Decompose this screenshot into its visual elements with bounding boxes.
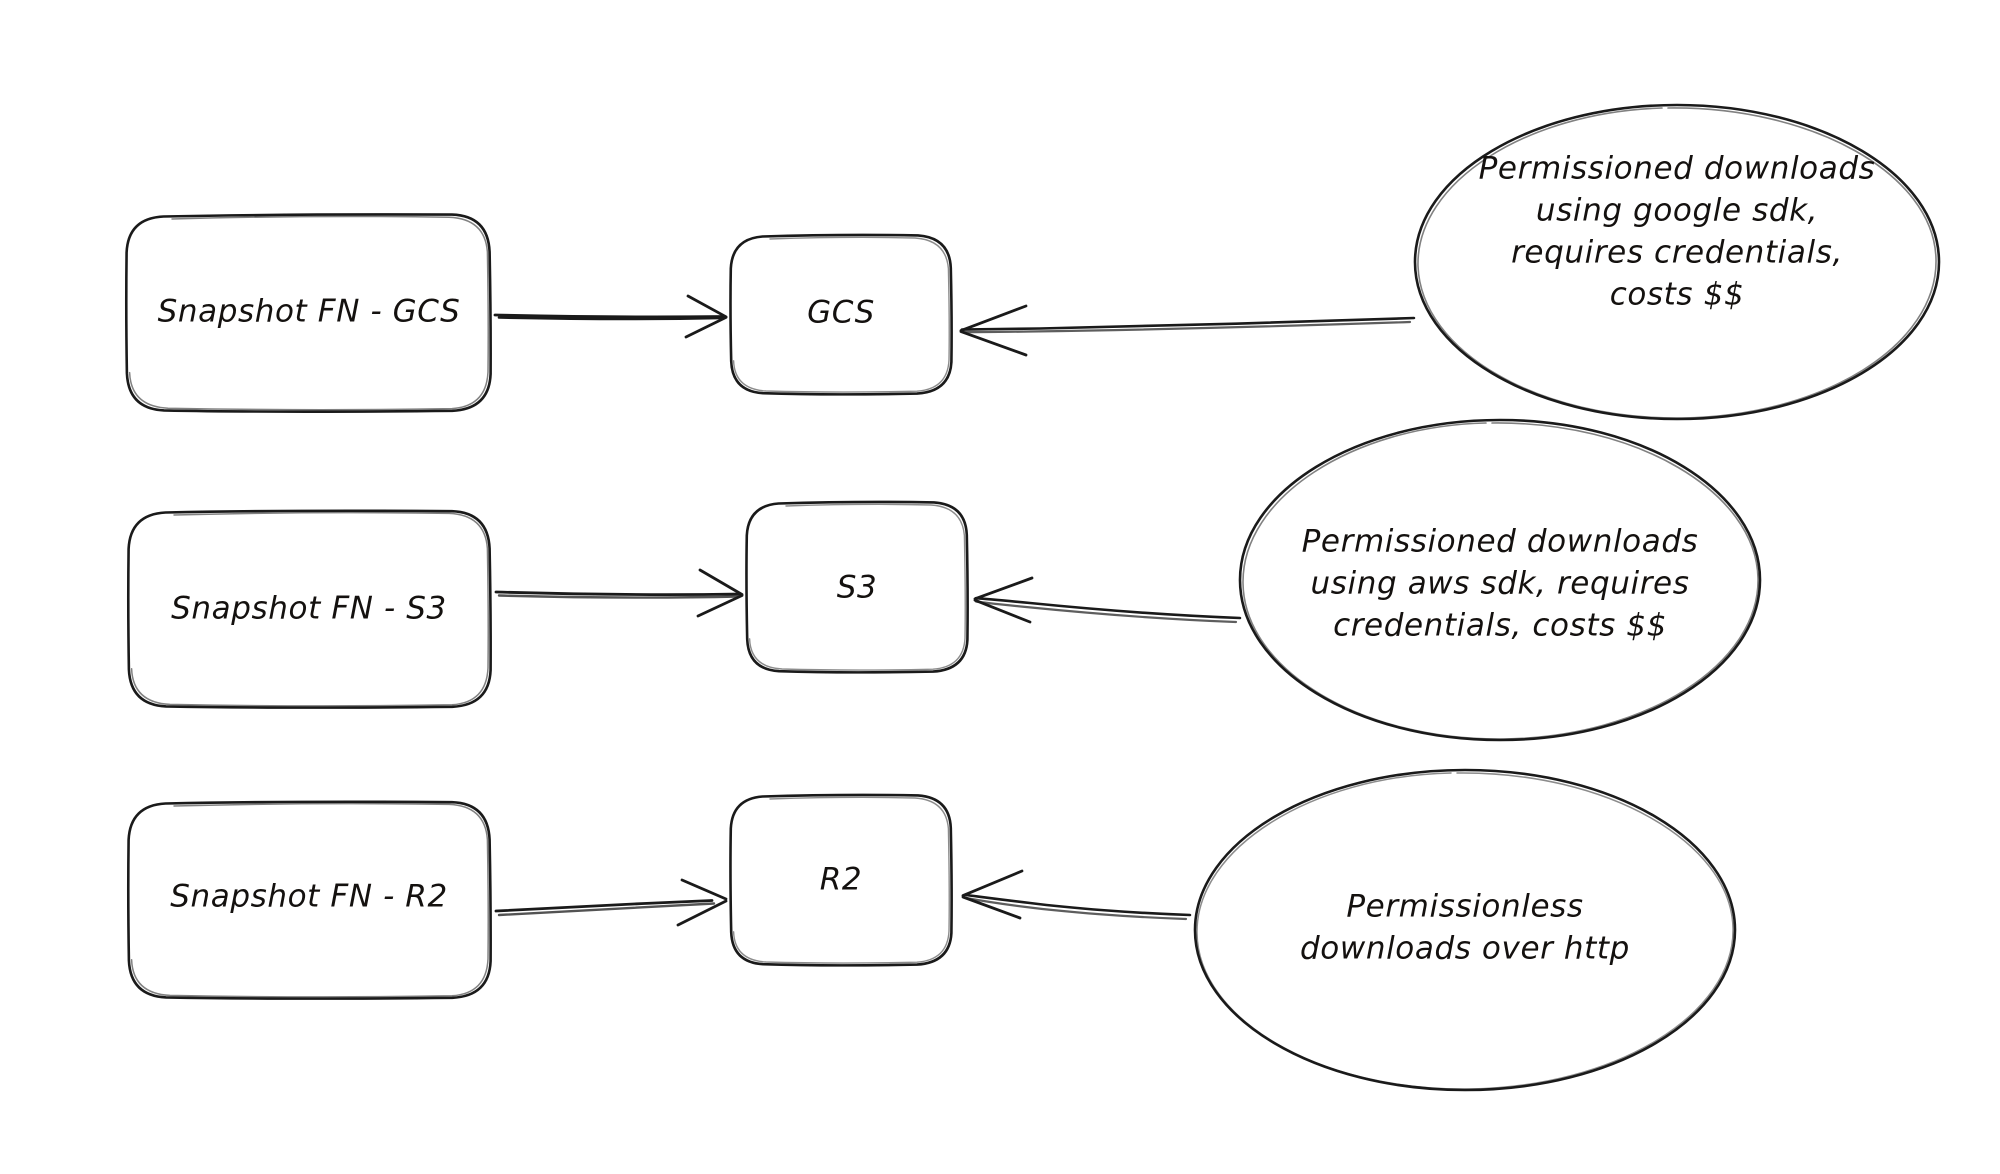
note-line: costs $$: [1610, 277, 1745, 313]
node-snapshot-fn-gcs[interactable]: Snapshot FN - GCS: [124, 213, 492, 413]
note-line: using google sdk,: [1536, 193, 1818, 229]
note-line: Permissionless: [1346, 889, 1583, 925]
note-line: Permissioned downloads: [1302, 524, 1699, 560]
arrow-note-s3-to-s3: [973, 576, 1242, 624]
note-bubble-gcs[interactable]: Permissioned downloads using google sdk,…: [1413, 103, 1941, 421]
arrow-snapshot-s3-to-s3: [494, 568, 744, 618]
node-label: GCS: [807, 295, 875, 331]
node-s3[interactable]: S3: [745, 500, 969, 674]
arrow-note-gcs-to-gcs: [959, 304, 1416, 357]
node-label: S3: [837, 570, 878, 606]
node-snapshot-fn-s3[interactable]: Snapshot FN - S3: [126, 509, 492, 709]
node-label: Snapshot FN - GCS: [158, 294, 461, 330]
node-label: R2: [820, 862, 862, 898]
node-label: Snapshot FN - S3: [171, 591, 447, 627]
note-line: requires credentials,: [1511, 235, 1843, 271]
arrow-snapshot-r2-to-r2: [494, 878, 728, 927]
note-line: credentials, costs $$: [1333, 608, 1667, 644]
node-snapshot-fn-r2[interactable]: Snapshot FN - R2: [126, 800, 492, 1000]
note-bubble-s3[interactable]: Permissioned downloads using aws sdk, re…: [1238, 418, 1762, 742]
arrow-note-r2-to-r2: [961, 869, 1192, 921]
node-gcs[interactable]: GCS: [729, 233, 953, 396]
note-line: downloads over http: [1300, 931, 1630, 967]
note-bubble-r2[interactable]: Permissionless downloads over http: [1193, 768, 1737, 1092]
node-r2[interactable]: R2: [729, 793, 953, 967]
note-line: using aws sdk, requires: [1311, 566, 1690, 602]
note-line: Permissioned downloads: [1479, 151, 1876, 187]
node-label: Snapshot FN - R2: [170, 879, 448, 915]
arrow-snapshot-gcs-to-gcs: [493, 294, 728, 339]
